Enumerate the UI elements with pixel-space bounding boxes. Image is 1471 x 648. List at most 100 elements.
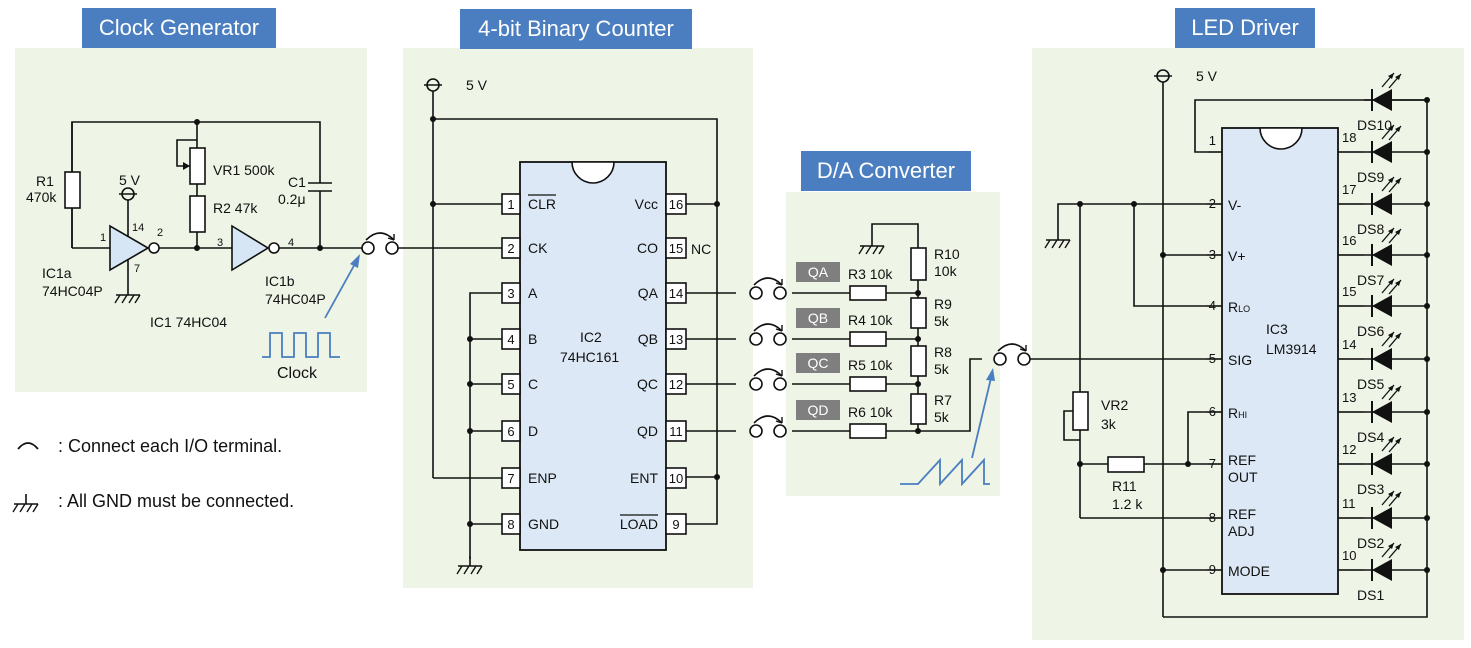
dac-series-resistor <box>849 376 887 392</box>
ic2-pin-number: 2 <box>507 241 514 256</box>
dac-input-label: QC <box>808 355 829 371</box>
c1-name: C1 <box>288 174 306 190</box>
ic3-pin-number: 15 <box>1342 284 1356 299</box>
r2-label: R2 47k <box>213 200 258 216</box>
jumper-clock[interactable] <box>361 232 399 255</box>
dac-jumper[interactable] <box>749 323 787 346</box>
dac-series-resistor <box>849 331 887 347</box>
ic2-pin-box <box>665 513 687 535</box>
ic3-pin-number: 9 <box>1209 562 1216 577</box>
led-title: LED Driver <box>1175 8 1315 48</box>
ic1-pin14: 14 <box>132 222 144 234</box>
ic2-pin-number: 13 <box>669 332 683 347</box>
ic1b-name: IC1b <box>265 273 295 289</box>
ic2-pin-box <box>665 467 687 489</box>
ic2-pin-box <box>665 193 687 215</box>
ic2-pin-name: D <box>528 423 538 439</box>
legend-gnd-icon <box>12 493 39 513</box>
ic3-pin-number: 3 <box>1209 247 1216 262</box>
dac-ladder-value: 5k <box>934 313 950 329</box>
r11-name: R11 <box>1112 478 1137 494</box>
led-label: DS2 <box>1357 535 1384 551</box>
ic3-pin-number: 2 <box>1209 196 1216 211</box>
dac-ladder-name: R8 <box>934 344 952 360</box>
ic2-pin-number: 10 <box>669 471 683 486</box>
sawtooth-waveform <box>900 457 990 487</box>
dac-ladder-resistor <box>910 297 927 329</box>
clock-title: Clock Generator <box>82 8 276 48</box>
dac-input-tag <box>796 262 840 282</box>
ic3-pin-number: 8 <box>1209 510 1216 525</box>
ic2-pin-number: 12 <box>669 377 683 392</box>
jumper-dac-led[interactable] <box>993 343 1031 366</box>
ic1-label: IC1 74HC04 <box>150 314 227 330</box>
ic2-pin-name: B <box>528 331 537 347</box>
ic3-pin-name: ADJ <box>1228 523 1254 539</box>
c1-value: 0.2μ <box>278 191 306 207</box>
r1-resistor <box>64 171 81 209</box>
ic2-pin-name: LOAD <box>620 516 658 532</box>
dac-jumper[interactable] <box>749 368 787 391</box>
led-label: DS4 <box>1357 429 1384 445</box>
ic2-pin-box <box>665 237 687 259</box>
ic3-pin-number: 18 <box>1342 130 1356 145</box>
ic3-pin-number: 6 <box>1209 404 1216 419</box>
ic2-pin-number: 11 <box>669 424 683 439</box>
led-circuit <box>1044 69 1428 618</box>
ic3-name: IC3 <box>1266 321 1288 337</box>
led-diode <box>1363 72 1405 112</box>
ic2-pin-name: GND <box>528 516 559 532</box>
ic2-pin-name: QB <box>638 331 658 347</box>
dac-ladder-resistor <box>910 345 927 377</box>
led-label: DS8 <box>1357 221 1384 237</box>
ic3-pin-number: 11 <box>1342 496 1356 511</box>
ic2-pin-number: 7 <box>507 471 514 486</box>
dac-ladder-value: 5k <box>934 361 950 377</box>
dac-series-resistor <box>849 285 887 301</box>
ic1a-part: 74HC04P <box>42 283 103 299</box>
ic2-pin-box <box>501 513 521 535</box>
ic3-body <box>1221 127 1339 595</box>
ic2-pin-number: 8 <box>507 517 514 532</box>
vr1-potentiometer <box>189 147 206 185</box>
dac-ladder <box>858 223 982 432</box>
clock-vcc-label: 5 V <box>119 172 141 188</box>
dac-title: D/A Converter <box>801 151 971 191</box>
counter-nc-label: NC <box>691 241 711 257</box>
dac-input-label: QD <box>808 402 829 418</box>
dac-jumper[interactable] <box>749 415 787 438</box>
dac-input-label: QB <box>808 310 828 326</box>
ic3-pin-number: 4 <box>1209 298 1216 313</box>
ic3-pin-name: SIG <box>1228 352 1252 368</box>
ic2-pin-name: ENT <box>630 470 658 486</box>
dac-series-label: R6 10k <box>848 404 893 420</box>
vr2-name: VR2 <box>1101 397 1128 413</box>
ic2-pin-box <box>501 328 521 350</box>
ic1-pin1: 1 <box>100 232 106 244</box>
clock-circuit <box>64 119 362 358</box>
legend-gnd: : All GND must be connected. <box>58 491 295 511</box>
ic2-pin-number: 9 <box>672 517 679 532</box>
ic3-pin-number: 7 <box>1209 456 1216 471</box>
dac-panel <box>786 192 1000 496</box>
ic3-pin-number: 14 <box>1342 337 1356 352</box>
legend-jumper-icon <box>17 442 39 450</box>
r1-name: R1 <box>36 173 54 189</box>
vr2-value: 3k <box>1101 416 1117 432</box>
ic1-pin4: 4 <box>288 237 294 249</box>
ic2-pin-name: C <box>528 376 538 392</box>
ic3-pin-number: 12 <box>1342 442 1356 457</box>
dac-ladder-name: R10 <box>934 246 960 262</box>
ic1b-inverter <box>231 224 270 272</box>
ic3-pin-name: OUT <box>1228 469 1258 485</box>
ic2-pin-number: 15 <box>669 241 683 256</box>
led-label: DS6 <box>1357 323 1384 339</box>
dac-jumper[interactable] <box>749 277 787 300</box>
ic2-pin-name: A <box>528 285 538 301</box>
dac-ladder-resistor <box>910 247 927 281</box>
dac-ladder-name: R9 <box>934 296 952 312</box>
counter-circuit <box>423 78 736 575</box>
